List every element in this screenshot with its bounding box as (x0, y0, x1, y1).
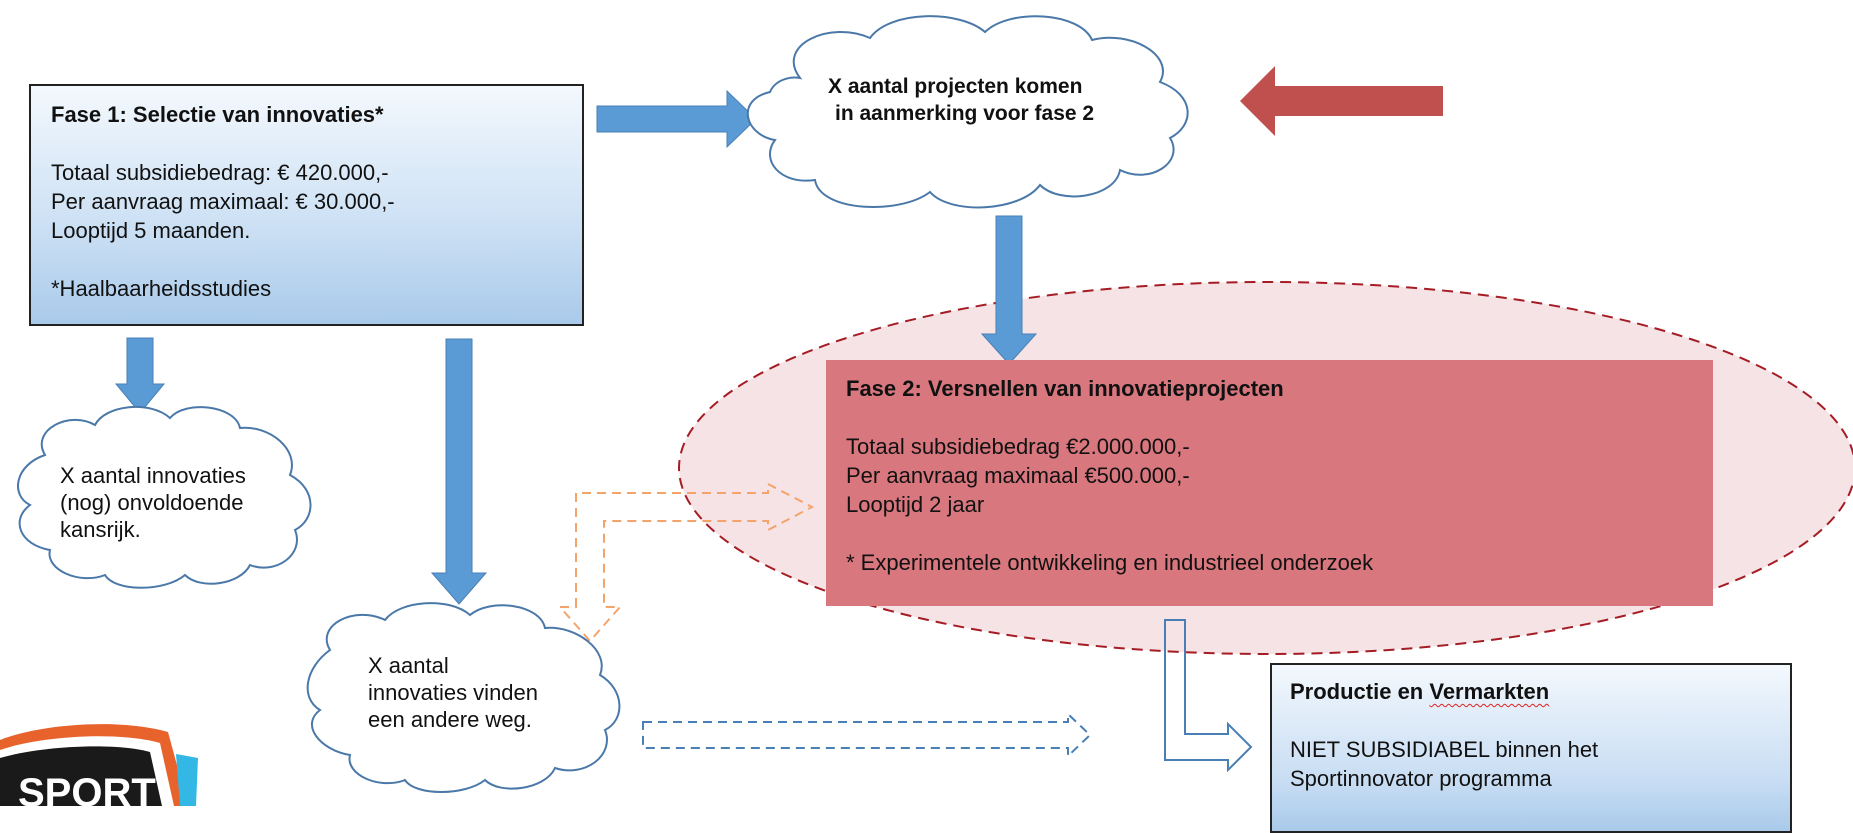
phase2-duration: Looptijd 2 jaar (846, 492, 985, 517)
arrow-orange-dashed (557, 482, 815, 643)
arrow-to-top-cloud (596, 89, 757, 149)
production-title-part1: Productie en (1290, 679, 1430, 704)
arrow-to-phase2 (980, 215, 1038, 365)
cloud-bottom-line3: een andere weg. (368, 707, 532, 732)
phase1-note: *Haalbaarheidsstudies (51, 276, 272, 301)
production-box: Productie en Vermarkten NIET SUBSIDIABEL… (1270, 663, 1792, 833)
production-title-part2: Vermarkten (1429, 679, 1550, 704)
phase1-title: Fase 1: Selectie van innovaties* (51, 102, 384, 127)
arrow-blue-dashed (642, 711, 1092, 759)
cloud-bottom (306, 602, 621, 793)
arrow-to-production (1164, 619, 1253, 773)
cloud-left-line2: (nog) onvoldoende (60, 490, 244, 515)
phase2-note: * Experimentele ontwikkeling en industri… (846, 550, 1374, 575)
cloud-left (17, 405, 312, 589)
phase1-budget: Totaal subsidiebedrag: € 420.000,- (51, 160, 389, 185)
logo-text: SPORT (18, 771, 156, 806)
phase2-budget: Totaal subsidiebedrag €2.000.000,- (846, 434, 1190, 459)
arrow-red-left (1240, 66, 1443, 136)
cloud-bottom-line2: innovaties vinden (368, 680, 539, 705)
production-line2: Sportinnovator programma (1290, 766, 1552, 791)
sport-logo: SPORT (0, 724, 198, 806)
cloud-top-text: X aantal projecten komen in aanmerking v… (828, 73, 1094, 127)
production-title: Productie en Vermarkten (1290, 677, 1772, 706)
cloud-left-line1: X aantal innovaties (60, 463, 246, 488)
production-line1: NIET SUBSIDIABEL binnen het (1290, 737, 1599, 762)
cloud-bottom-text: X aantal innovaties vinden een andere we… (368, 652, 538, 733)
cloud-top (746, 15, 1189, 209)
phase2-box: Fase 2: Versnellen van innovatieprojecte… (826, 360, 1713, 606)
phase2-per-request: Per aanvraag maximaal €500.000,- (846, 463, 1190, 488)
cloud-top-line2: in aanmerking voor fase 2 (835, 102, 1095, 125)
logo-blue-accent (176, 754, 198, 806)
phase2-title: Fase 2: Versnellen van innovatieprojecte… (846, 376, 1284, 401)
arrow-to-left-cloud (114, 337, 166, 414)
cloud-bottom-line1: X aantal (368, 653, 449, 678)
cloud-top-line1: X aantal projecten komen (828, 75, 1083, 98)
phase1-per-request: Per aanvraag maximaal: € 30.000,- (51, 189, 395, 214)
phase1-box: Fase 1: Selectie van innovaties* Totaal … (29, 84, 584, 326)
cloud-left-line3: kansrijk. (60, 517, 141, 542)
cloud-left-text: X aantal innovaties (nog) onvoldoende ka… (60, 462, 246, 543)
logo-inner-badge (0, 746, 162, 806)
phase1-duration: Looptijd 5 maanden. (51, 218, 251, 243)
arrow-to-bottom-cloud (430, 338, 488, 605)
